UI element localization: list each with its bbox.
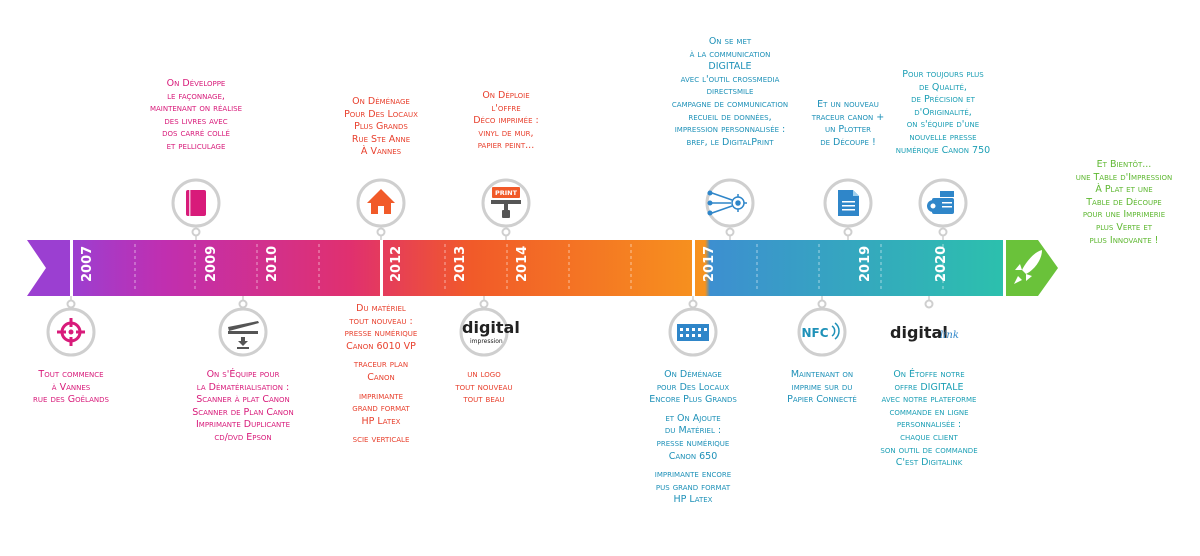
house-icon	[367, 189, 395, 214]
digital-logo-icon: digital impression	[462, 318, 520, 345]
event-2009-text: On Développe le façonnage, maintenant on…	[149, 78, 243, 152]
event-2020-digitalink-text: On Étoffe notre offre DIGITALE avec notr…	[880, 369, 978, 469]
rocket-icon	[1014, 250, 1042, 284]
printing-press-icon	[927, 191, 954, 214]
event-2019-plotter-text: Et un nouveau traceur canon + un Plotter…	[811, 99, 885, 148]
event-2017-digital-text: On se met à la communication DIGITALE av…	[671, 36, 789, 148]
event-2014-text: On Déploie l'offre Déco imprimée : vinyl…	[473, 90, 539, 152]
book-icon	[186, 190, 206, 216]
digitalink-logo-icon: digital link	[890, 323, 959, 342]
svg-text:digital: digital	[890, 323, 948, 342]
scanner-icon	[228, 321, 259, 349]
event-2020-press-text: Pour toujours plus de Qualité, de Précis…	[895, 69, 991, 156]
year-label-2014: 2014	[515, 246, 530, 282]
year-label-2009: 2009	[204, 246, 219, 282]
event-2007-text: Tout commence à Vannes rue des Goëlands	[33, 369, 109, 406]
svg-text:PRINT: PRINT	[495, 189, 518, 197]
node-2013	[459, 307, 509, 357]
year-label-2017: 2017	[702, 246, 717, 282]
event-2017-move-text: On Déménage pour Des Locaux Encore Plus …	[649, 369, 737, 506]
event-2012-move-text: On Déménage Pour Des Locaux Plus Grands …	[344, 96, 418, 158]
event-2010-text: On s'Équipe pour la Dématérialisation : …	[192, 369, 294, 443]
year-label-2007: 2007	[80, 246, 95, 282]
year-label-2019: 2019	[858, 246, 873, 282]
year-label-2012: 2012	[389, 246, 404, 282]
svg-text:NFC: NFC	[801, 326, 828, 340]
future-text: Et Bientôt... une Table d'Impression À P…	[1075, 159, 1173, 246]
digital-network-icon	[707, 190, 747, 216]
nfc-icon: NFC	[801, 322, 840, 340]
svg-text:impression: impression	[470, 338, 503, 345]
timeline-bar	[70, 240, 1004, 296]
timeline-start-chevron	[27, 240, 70, 296]
crosshair-target-icon	[57, 318, 85, 346]
node-2019-bottom	[797, 307, 847, 357]
event-2019-nfc-text: Maintenant on imprime sur du Papier Conn…	[787, 369, 857, 406]
event-2013-text: un logo tout nouveau tout beau	[455, 369, 513, 406]
year-label-2010: 2010	[265, 246, 280, 282]
svg-text:link: link	[940, 330, 959, 341]
year-label-2020: 2020	[934, 246, 949, 282]
year-label-2013: 2013	[453, 246, 468, 282]
svg-text:digital: digital	[462, 318, 520, 337]
document-icon	[838, 190, 859, 216]
event-2012-equipment-text: Du matériel tout nouveau : presse numéri…	[344, 303, 418, 446]
building-icon	[677, 324, 709, 341]
paint-roller-icon: PRINT	[491, 187, 521, 218]
